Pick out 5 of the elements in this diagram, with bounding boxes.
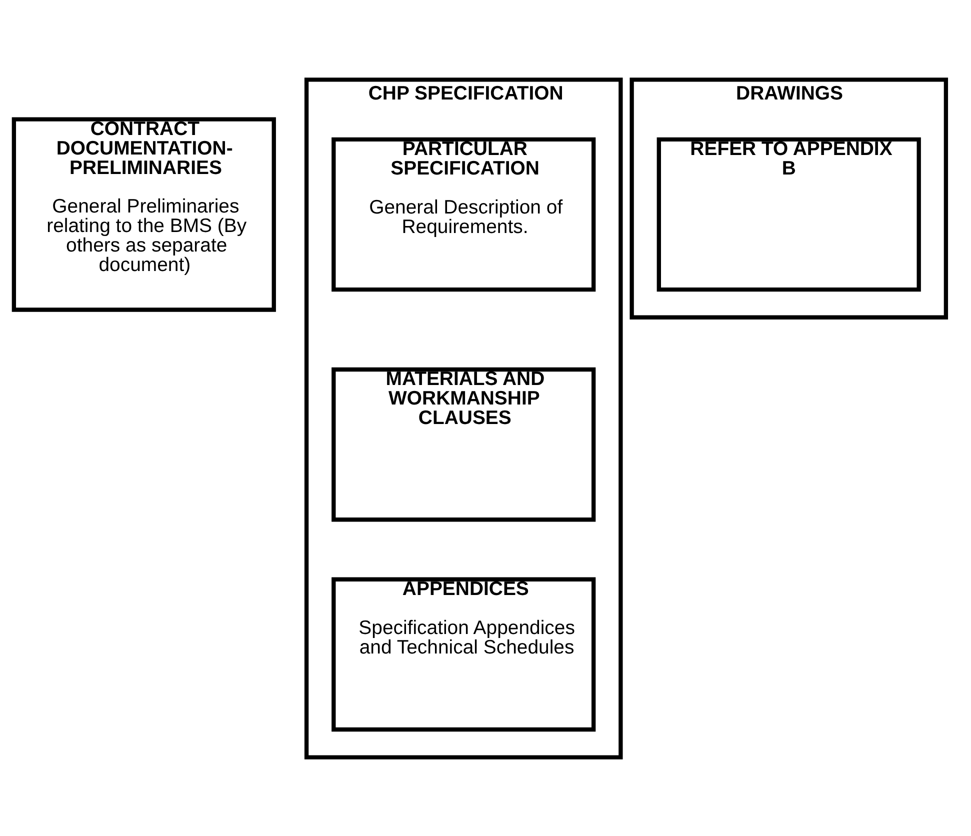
- node-box: REFER TO APPENDIX B: [656, 136, 921, 292]
- node-box: MATERIALS AND WORKMANSHIP CLAUSES: [332, 366, 596, 522]
- node-box: CONTRACT DOCUMENTATION- PRELIMINARIES General Preliminaries relating to the BMS (By others as separate document): [12, 116, 276, 312]
- node-box: PARTICULAR SPECIFICATION General Description of Requirements.: [332, 136, 596, 292]
- node-box: APPENDICES Specification Appendices and Technical Schedules: [332, 576, 596, 732]
